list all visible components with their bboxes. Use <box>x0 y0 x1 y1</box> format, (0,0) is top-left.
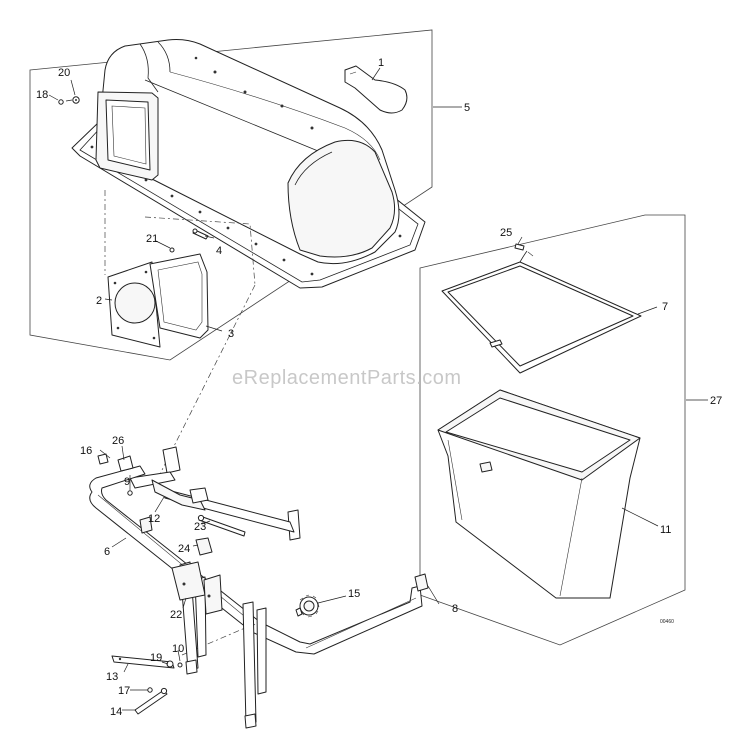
callout-15: 15 <box>348 588 360 600</box>
callout-3: 3 <box>228 328 234 340</box>
callout-12: 12 <box>148 513 160 525</box>
end-cap-part-8 <box>414 573 429 592</box>
callout-18: 18 <box>36 89 48 101</box>
assembly-guide-latch <box>181 627 246 656</box>
callout-17: 17 <box>118 685 130 697</box>
callout-8: 8 <box>452 603 458 615</box>
callout-10: 10 <box>172 643 184 655</box>
callout-27: 27 <box>710 395 722 407</box>
callout-20: 20 <box>58 67 70 79</box>
callout-13: 13 <box>106 671 118 683</box>
hood-fastener-hardware <box>58 96 80 105</box>
leader-lines <box>48 67 708 711</box>
callout-6: 6 <box>104 546 110 558</box>
callout-9: 9 <box>124 476 130 488</box>
callout-4: 4 <box>216 245 222 257</box>
screw-part-25 <box>514 243 525 251</box>
latch-hardware <box>111 655 183 715</box>
gasket-part-3 <box>149 253 209 339</box>
callout-22: 22 <box>170 609 182 621</box>
callout-7: 7 <box>662 301 668 313</box>
grass-bag-part-11 <box>437 389 641 599</box>
callout-16: 16 <box>80 445 92 457</box>
callout-labels: 1 2 3 4 5 6 7 8 9 10 11 12 13 14 15 16 1… <box>36 57 722 718</box>
callout-14: 14 <box>110 706 122 718</box>
callout-23: 23 <box>194 521 206 533</box>
callout-19: 19 <box>150 652 162 664</box>
callout-5: 5 <box>464 102 470 114</box>
adapter-plate-part-2 <box>107 261 161 348</box>
knob-part-15 <box>295 594 320 618</box>
screw-part-4 <box>192 228 209 240</box>
bag-frame-part-7 <box>441 250 642 374</box>
assembly-guide-frame <box>157 284 256 479</box>
callout-26: 26 <box>112 435 124 447</box>
hood-flap-part <box>344 65 408 114</box>
callout-21: 21 <box>146 233 158 245</box>
callout-11: 11 <box>660 524 671 536</box>
nut-part-21 <box>169 247 175 253</box>
hood-assembly <box>71 39 426 289</box>
callout-24: 24 <box>178 543 190 555</box>
callout-1: 1 <box>378 57 384 69</box>
callout-2: 2 <box>96 295 102 307</box>
drawing-code: 00460 <box>660 619 674 625</box>
frame-assembly <box>89 446 429 729</box>
watermark-text: eReplacementParts.com <box>232 367 461 389</box>
callout-25: 25 <box>500 227 512 239</box>
